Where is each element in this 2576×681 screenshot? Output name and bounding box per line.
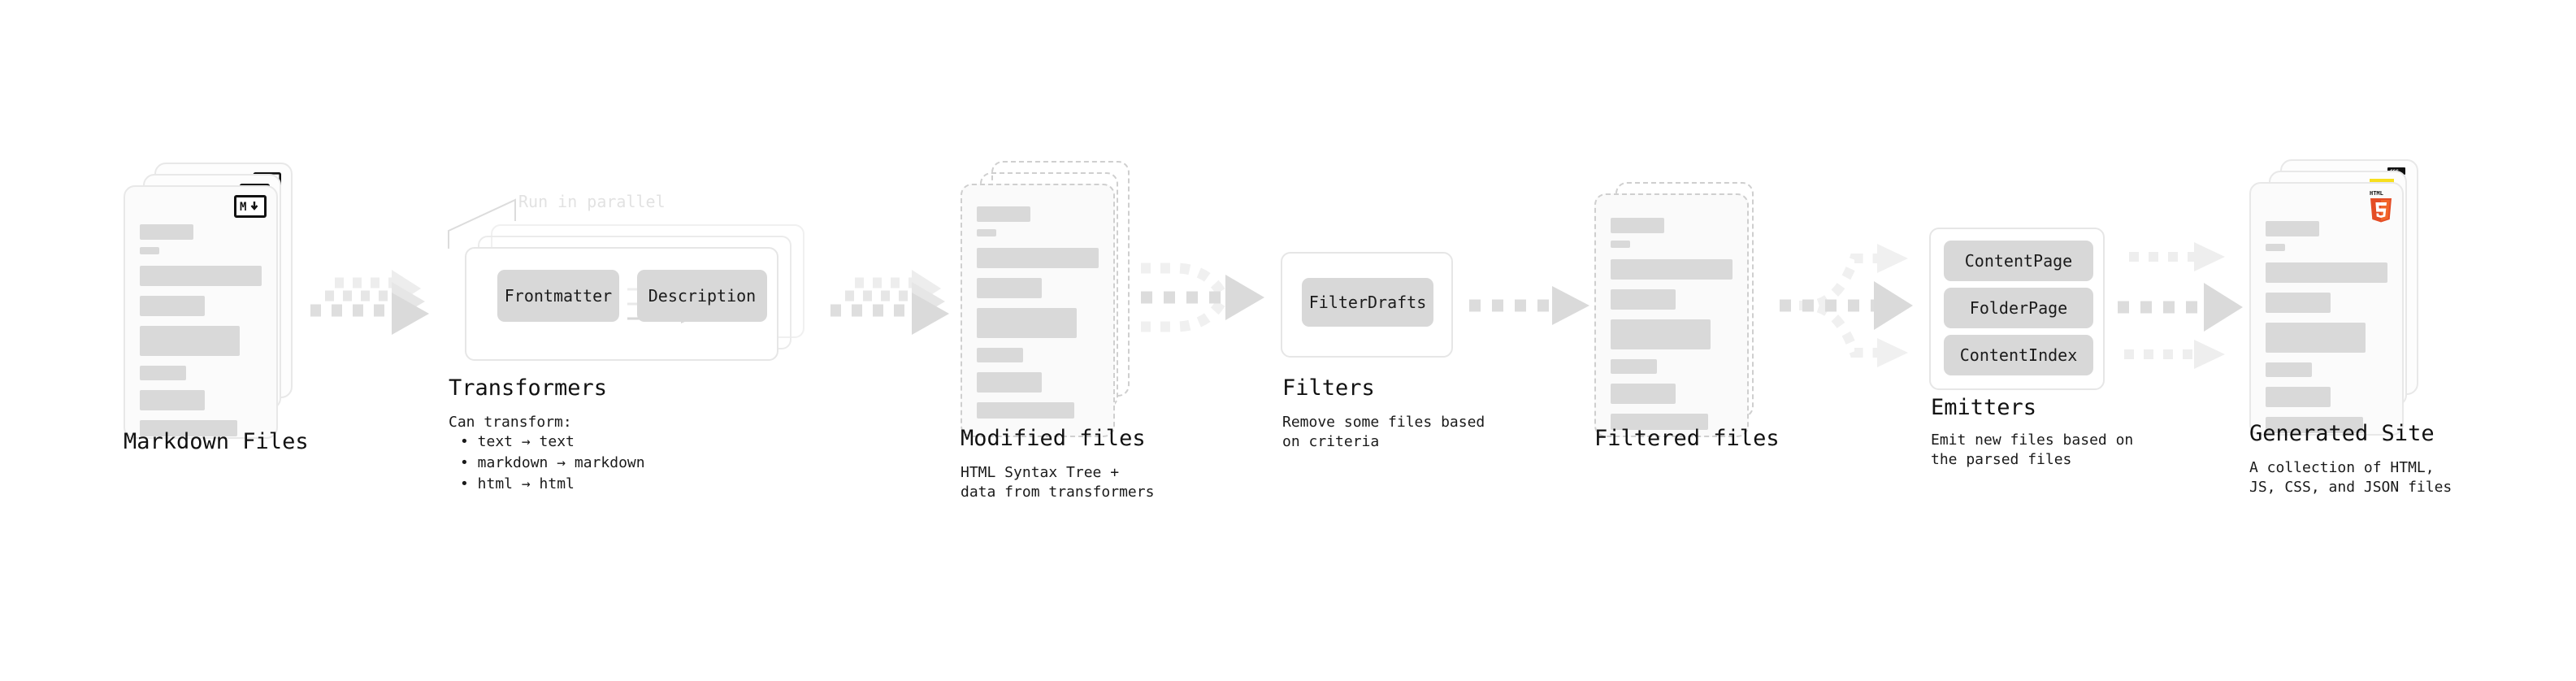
transformers-group: Run in parallel Frontmatter Description — [447, 192, 829, 382]
emitter-pill-contentpage[interactable]: ContentPage — [1944, 241, 2093, 281]
transformer-pill-frontmatter[interactable]: Frontmatter — [497, 270, 619, 322]
content-line — [1611, 289, 1676, 310]
modified-files-stack — [961, 161, 1139, 437]
stage-title-markdown-files: Markdown Files — [124, 429, 309, 454]
emitters-box: ContentPage FolderPage ContentIndex — [1929, 228, 2105, 390]
emitter-pill-contentpage-label: ContentPage — [1964, 251, 2073, 271]
transformer-pill-frontmatter-label: Frontmatter — [504, 286, 613, 306]
transformer-pill-description[interactable]: Description — [637, 270, 767, 322]
content-line — [977, 229, 996, 236]
stage-title-filters: Filters — [1282, 375, 1375, 401]
document-card-front: HTML — [2249, 182, 2404, 436]
document-card-front — [1594, 193, 1749, 437]
stage-title-transformers: Transformers — [449, 375, 608, 401]
content-line — [977, 348, 1023, 362]
run-in-parallel-label: Run in parallel — [518, 192, 666, 211]
html5-icon: HTML — [2368, 189, 2394, 224]
content-line — [977, 372, 1042, 393]
emitter-pill-folderpage-label: FolderPage — [1969, 298, 2068, 318]
content-line — [977, 206, 1030, 222]
content-line — [1611, 259, 1733, 280]
emitter-pill-contentindex-label: ContentIndex — [1959, 345, 2078, 365]
transformer-pill-description-label: Description — [648, 286, 757, 306]
content-line — [140, 366, 186, 380]
document-content-lines — [140, 224, 262, 444]
markdown-files-stack: M M M — [124, 163, 302, 439]
run-in-parallel-bracket — [448, 198, 516, 249]
content-line — [1611, 218, 1664, 233]
document-content-lines — [1611, 218, 1733, 437]
stage-subtitle-filters: Remove some files based on criteria — [1282, 414, 1485, 450]
transformers-list-item-0: • text → text — [460, 433, 575, 450]
transformers-list-item-2: • html → html — [460, 475, 575, 492]
markdown-icon: M — [234, 195, 267, 218]
svg-text:M: M — [240, 201, 246, 214]
content-line — [1611, 359, 1657, 374]
stage-title-generated-site: Generated Site — [2249, 421, 2435, 446]
connector-transformers-to-modified — [827, 268, 957, 341]
filter-pill-filterdrafts[interactable]: FilterDrafts — [1302, 278, 1433, 327]
content-line — [140, 266, 262, 286]
content-line — [2266, 221, 2319, 236]
emitter-pill-folderpage[interactable]: FolderPage — [1944, 288, 2093, 328]
transformers-list-intro: Can transform: — [449, 414, 572, 431]
connector-filtered-to-emitters — [1776, 231, 1931, 377]
stage-title-emitters: Emitters — [1931, 395, 2037, 420]
filter-pill-filterdrafts-label: FilterDrafts — [1308, 293, 1427, 312]
content-line — [1611, 384, 1676, 404]
content-line — [140, 420, 237, 436]
generated-site-stack: CSS HTML — [2249, 159, 2436, 436]
stage-title-modified-files: Modified files — [961, 426, 1146, 451]
content-line — [2266, 262, 2387, 283]
content-line — [1611, 319, 1711, 349]
content-line — [140, 247, 159, 254]
stage-subtitle-emitters: Emit new files based on the parsed files — [1931, 432, 2134, 468]
content-line — [2266, 244, 2285, 251]
content-line — [1611, 241, 1630, 248]
connector-modified-to-filters — [1138, 249, 1284, 354]
content-line — [1611, 414, 1708, 430]
content-line — [2266, 293, 2331, 313]
content-line — [2266, 387, 2331, 407]
document-content-lines — [2266, 221, 2387, 440]
stage-subtitle-modified-files: HTML Syntax Tree + data from transformer… — [961, 464, 1155, 501]
content-line — [2266, 417, 2363, 433]
connector-filters-to-filtered — [1468, 284, 1598, 333]
document-card-front: M — [124, 185, 278, 439]
content-line — [140, 224, 193, 240]
content-line — [977, 308, 1077, 338]
content-line — [2266, 323, 2366, 353]
content-line — [2266, 362, 2312, 377]
filtered-files-stack — [1594, 182, 1773, 437]
document-content-lines — [977, 206, 1099, 426]
content-line — [140, 390, 205, 410]
filters-box: FilterDrafts — [1281, 252, 1453, 358]
svg-text:HTML: HTML — [2370, 190, 2383, 197]
content-line — [140, 296, 205, 316]
content-line — [140, 326, 240, 356]
stage-title-filtered-files: Filtered files — [1594, 426, 1780, 451]
content-line — [977, 402, 1074, 419]
content-line — [977, 248, 1099, 268]
emitter-pill-contentindex[interactable]: ContentIndex — [1944, 335, 2093, 375]
document-card-front — [961, 184, 1115, 437]
transformers-list-item-1: • markdown → markdown — [460, 454, 645, 471]
content-line — [977, 278, 1042, 298]
connector-emitters-to-site — [2116, 232, 2262, 379]
connector-markdown-to-transformers — [307, 268, 437, 341]
stage-subtitle-generated-site: A collection of HTML, JS, CSS, and JSON … — [2249, 459, 2452, 496]
